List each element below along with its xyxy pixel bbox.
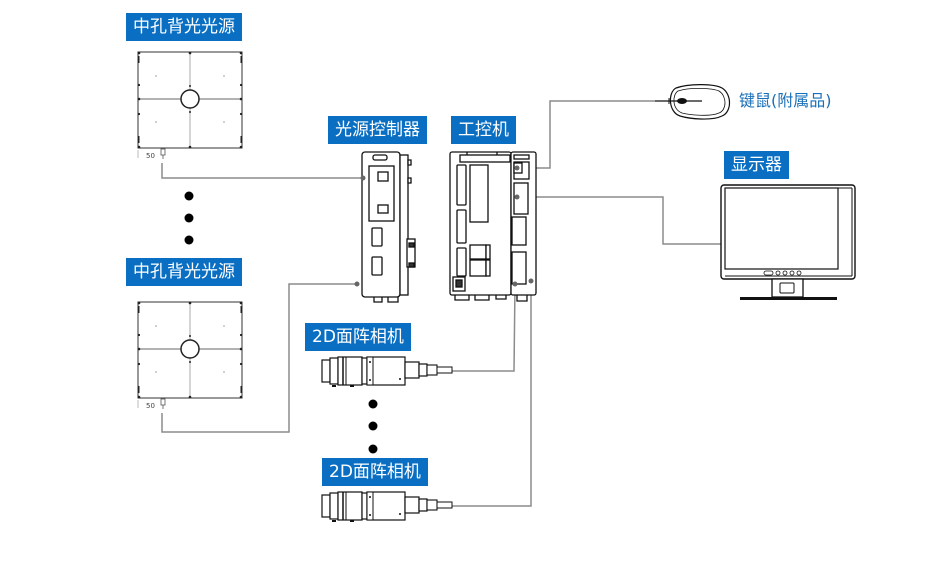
mouse-icon xyxy=(655,84,731,120)
wire-pc-to-camera-bottom xyxy=(447,281,532,507)
wire-backlight-top-to-controller xyxy=(161,163,364,179)
pc-port-dot xyxy=(514,165,520,171)
vertical-ellipsis-icon xyxy=(184,191,194,245)
label-backlight-top: 中孔背光光源 xyxy=(126,13,242,41)
light-controller-icon xyxy=(361,151,416,303)
label-keyboard-mouse: 键鼠(附属品) xyxy=(739,91,832,110)
label-backlight-bottom: 中孔背光光源 xyxy=(126,258,242,286)
wire-pc-to-camera-top xyxy=(445,283,516,372)
camera-top xyxy=(321,356,453,388)
wires xyxy=(161,100,722,507)
label-camera-bottom: 2D面阵相机 xyxy=(322,458,428,486)
label-monitor: 显示器 xyxy=(724,151,789,179)
wire-backlight-bottom-to-controller xyxy=(161,283,357,433)
label-camera-top: 2D面阵相机 xyxy=(305,323,411,351)
camera-bottom xyxy=(321,491,453,523)
controller-port-dot xyxy=(360,175,366,181)
industrial-pc-icon xyxy=(449,151,537,302)
wire-pc-to-monitor xyxy=(517,196,722,245)
pc-port-dot xyxy=(528,278,534,284)
pc-port-dot xyxy=(514,194,520,200)
controller-port-dot xyxy=(354,281,360,287)
wire-pc-to-mouse xyxy=(517,100,655,169)
backlight-dimension-label: 50 xyxy=(146,402,155,410)
label-industrial-pc: 工控机 xyxy=(451,116,516,144)
backlight-top xyxy=(136,50,244,160)
label-light-controller: 光源控制器 xyxy=(328,116,427,144)
backlight-bottom xyxy=(136,300,244,410)
backlight-dimension-label: 50 xyxy=(146,152,155,160)
pc-port-dot xyxy=(512,281,518,287)
vertical-ellipsis-icon xyxy=(368,399,378,454)
monitor-icon xyxy=(720,184,856,300)
